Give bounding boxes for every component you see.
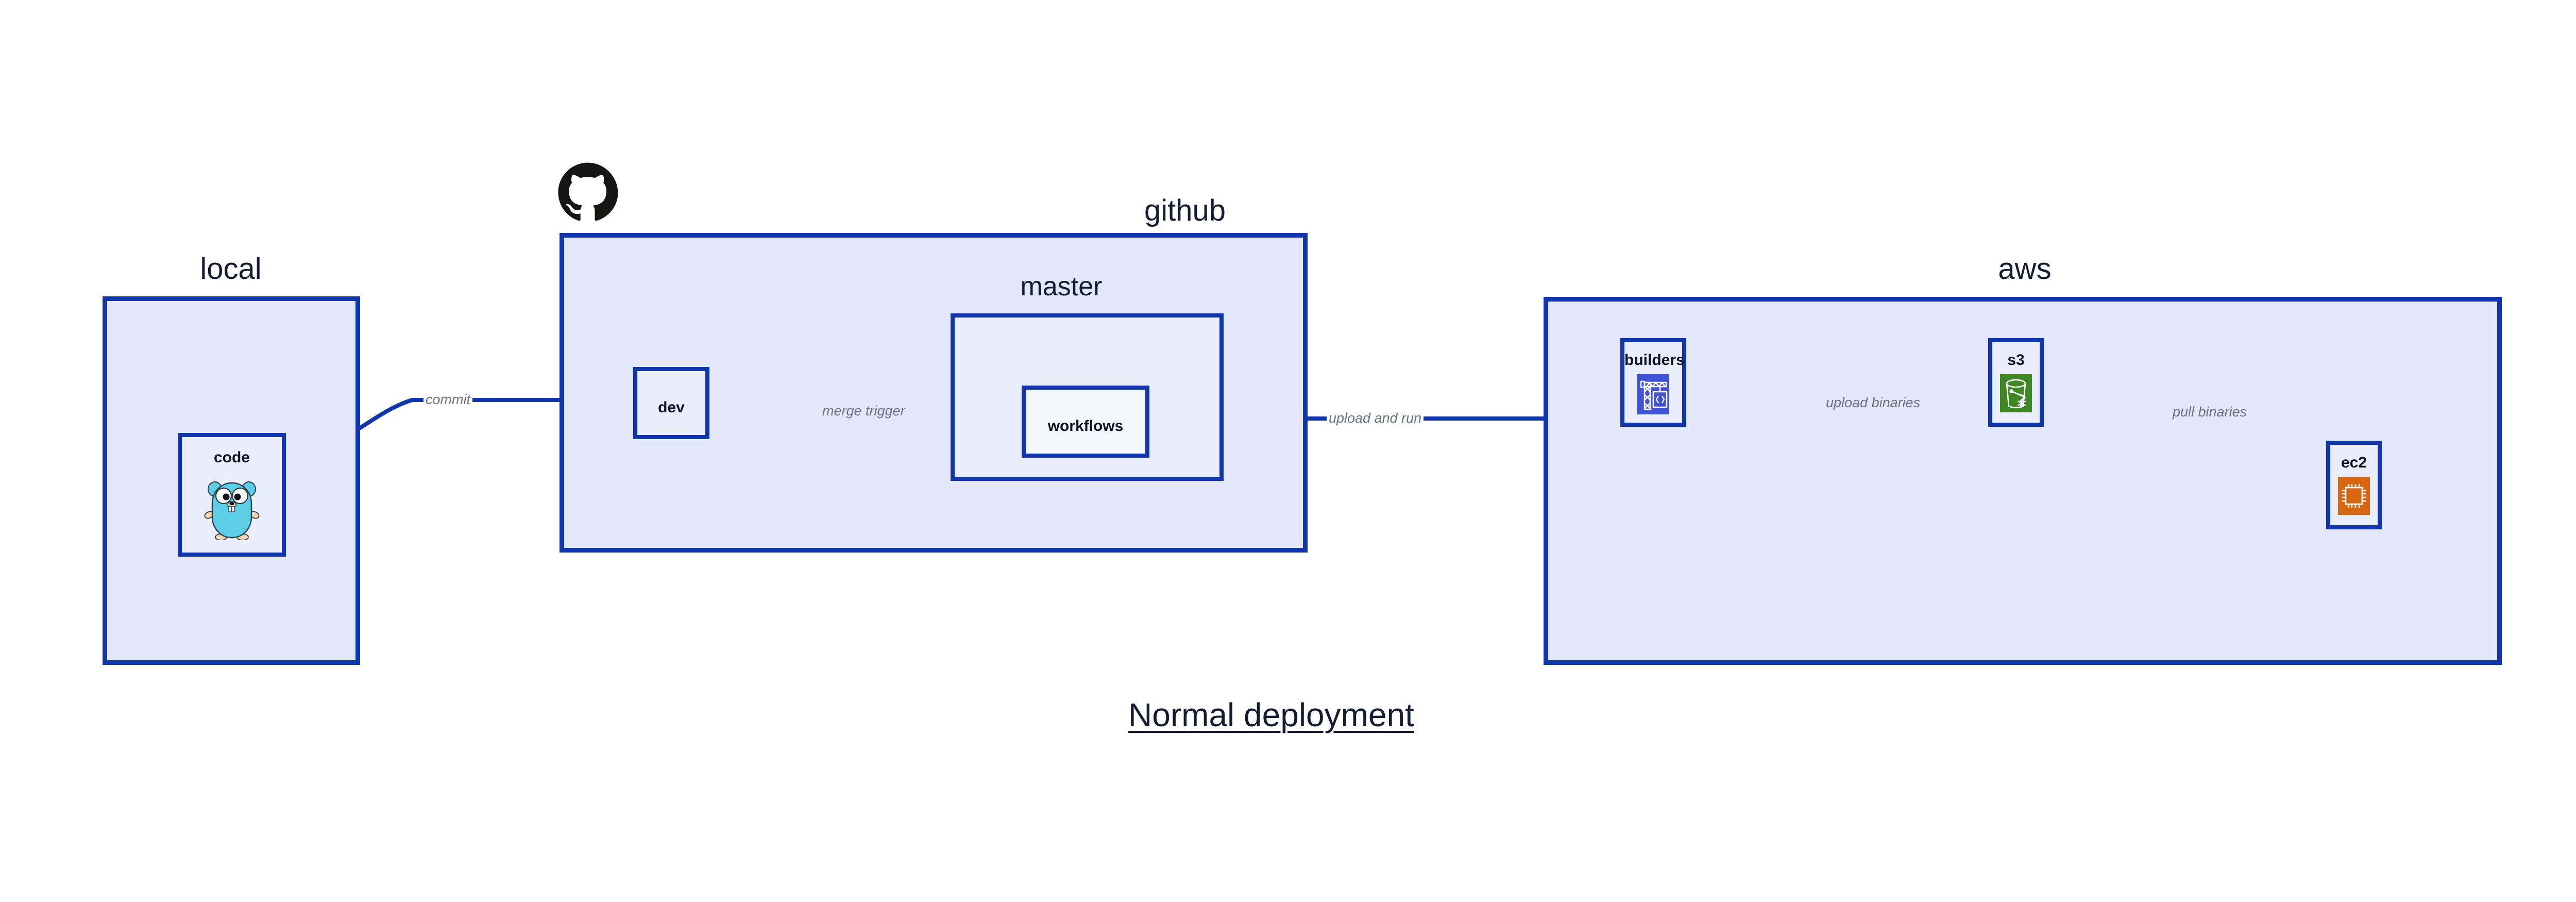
node-code[interactable]: code [178,433,286,557]
edge-label-merge-trigger: merge trigger [820,404,907,418]
group-label-local: local [200,252,262,286]
edge-label-commit: commit [423,393,472,407]
node-label-builders: builders [1624,352,1685,369]
group-label-aws: aws [1998,252,2052,286]
github-octocat-logo [556,161,619,224]
edge-label-pull-binaries: pull binaries [2171,405,2249,419]
node-label-dev: dev [658,399,685,416]
aws-codebuild-icon [1637,374,1669,414]
aws-ec2-chip-icon [2338,477,2370,515]
node-label-workflows: workflows [1047,417,1124,435]
node-label-code: code [213,449,250,466]
node-dev[interactable]: dev [633,367,709,439]
node-label-s3: s3 [2007,352,2025,369]
node-ec2[interactable]: ec2 [2326,441,2382,529]
node-label-ec2: ec2 [2341,454,2367,471]
aws-s3-bucket-icon [2000,374,2032,412]
edge-label-upload-and-run: upload and run [1327,411,1424,425]
node-builders[interactable]: builders [1620,338,1686,427]
edge-label-upload-binaries: upload binaries [1824,396,1923,410]
node-s3[interactable]: s3 [1988,338,2044,427]
group-label-github: github [1144,194,1226,227]
group-label-master: master [1020,272,1103,302]
node-workflows[interactable]: workflows [1022,386,1149,458]
go-gopher-icon [204,476,260,541]
diagram-title: Normal deployment [1128,696,1414,733]
